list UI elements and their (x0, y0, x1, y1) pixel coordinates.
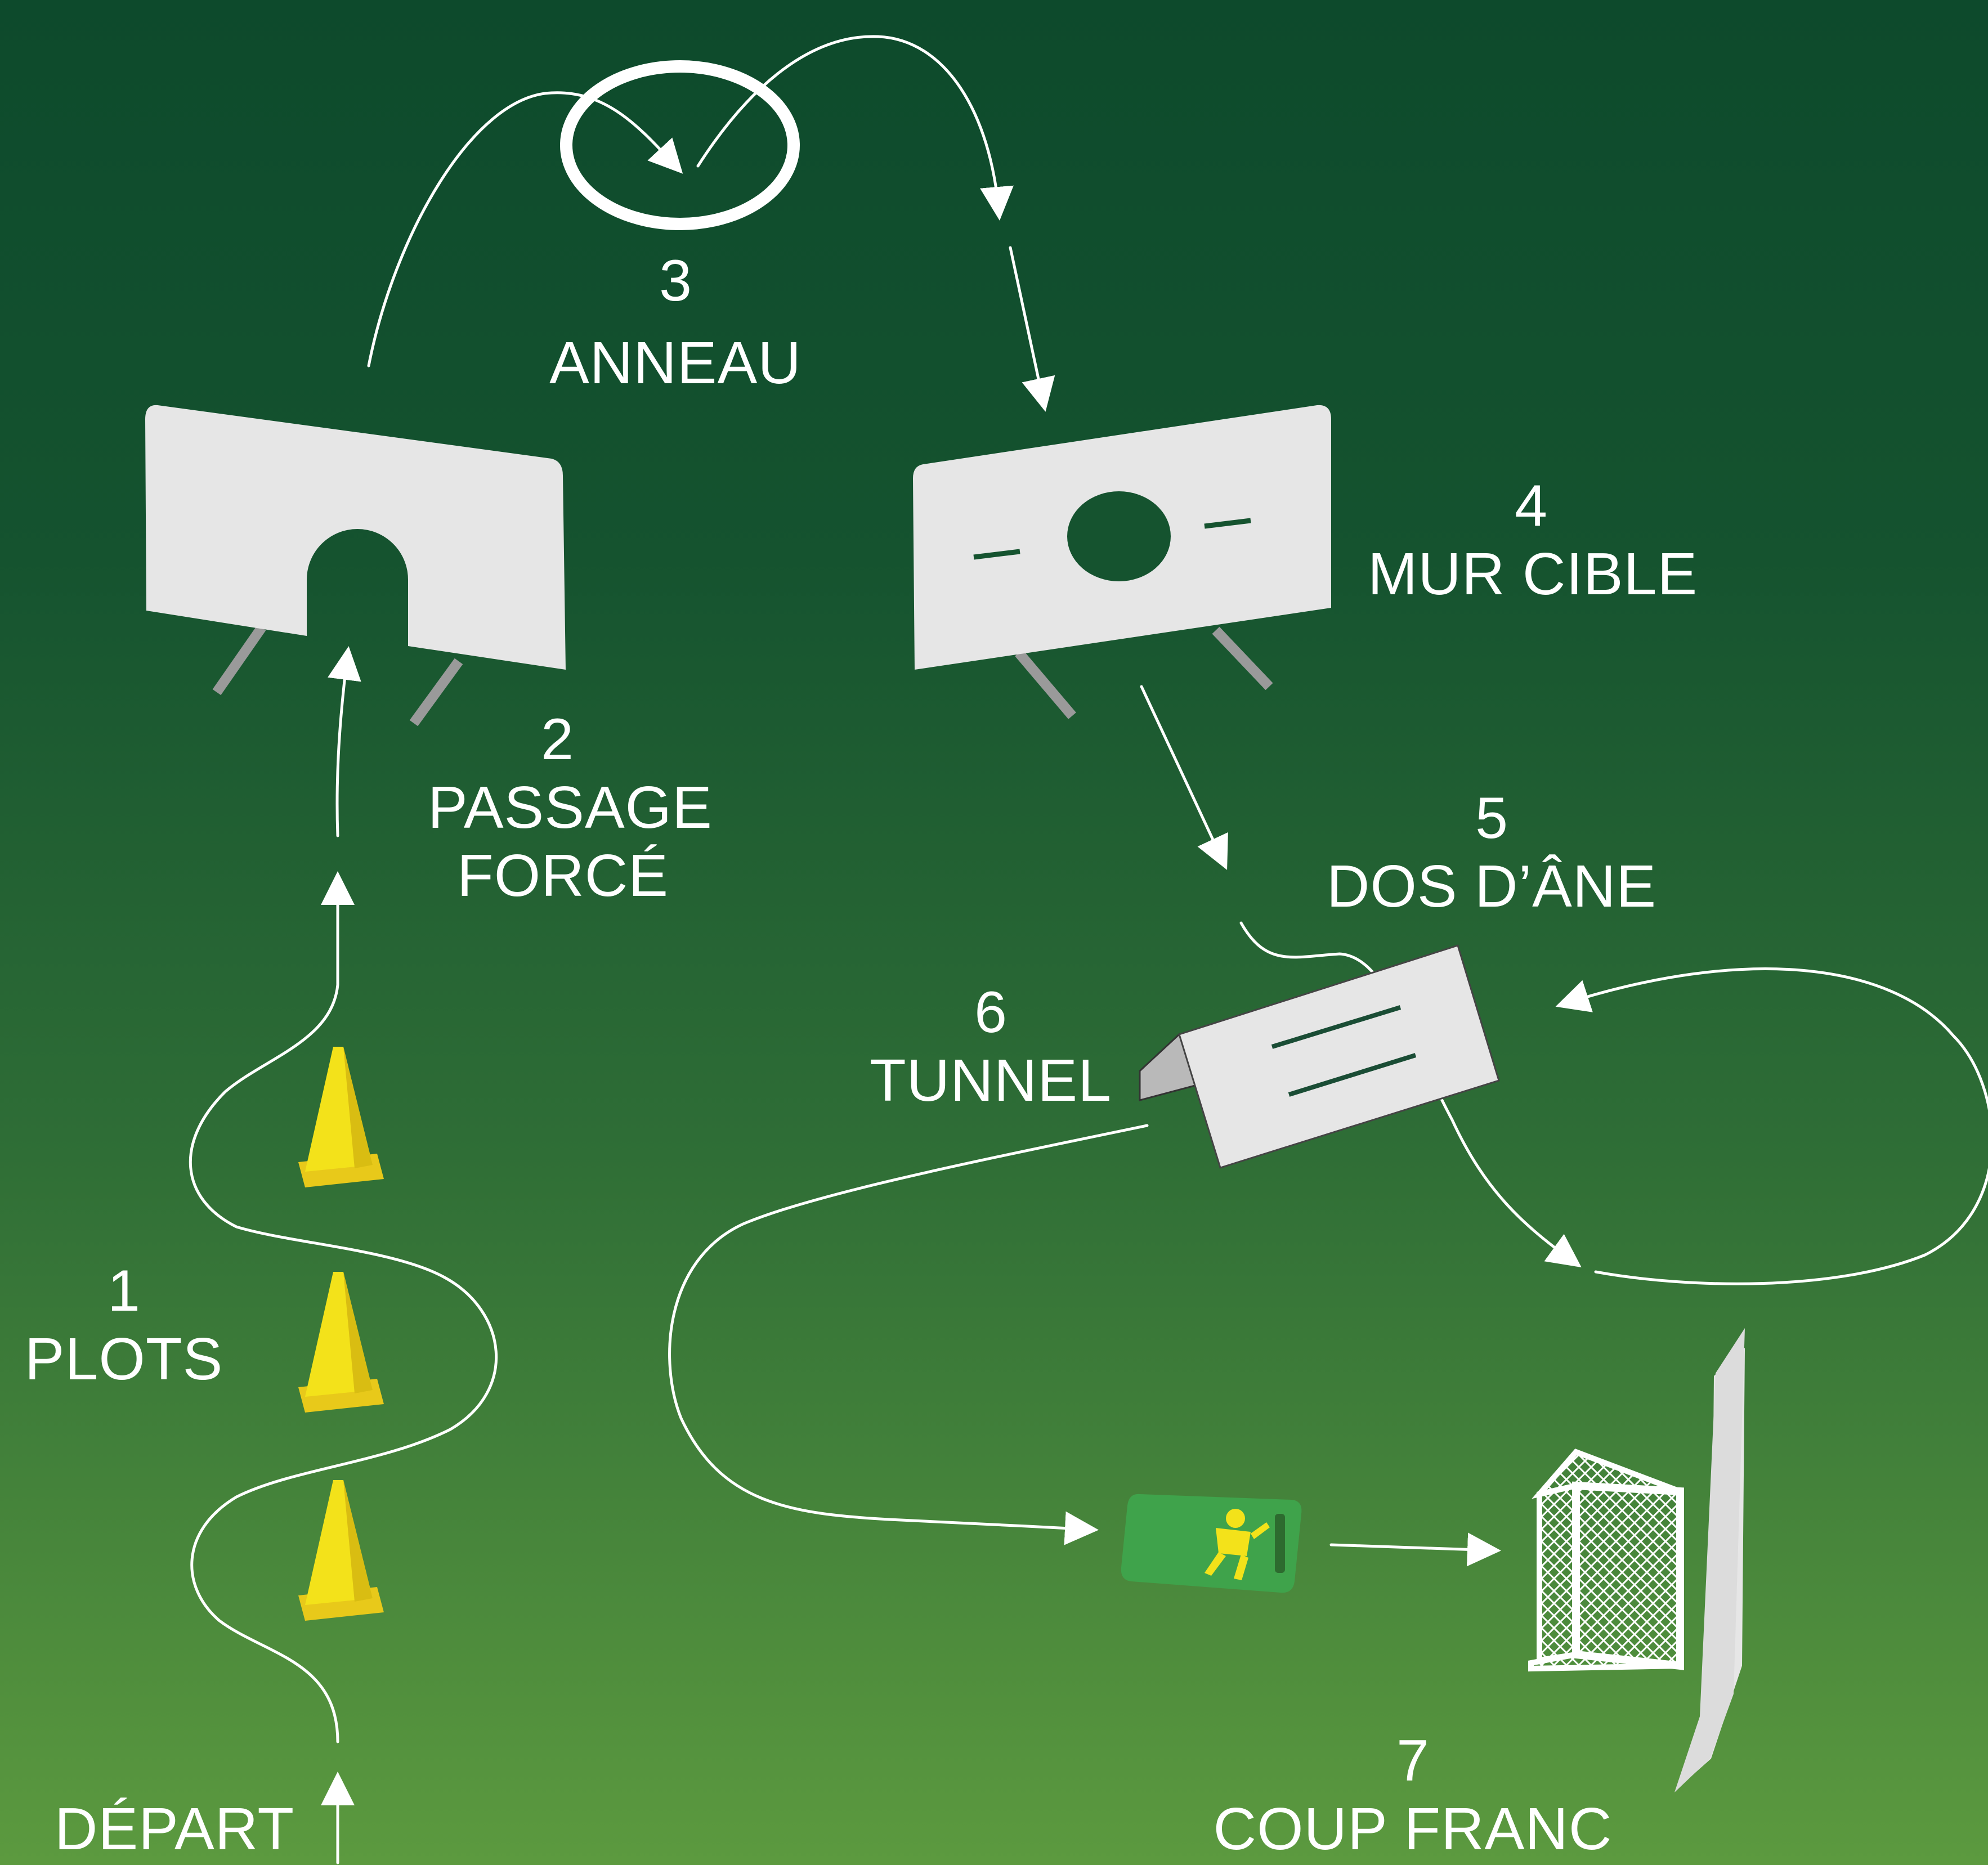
defensive-wall-panel (1674, 1328, 1745, 1792)
station-name: COUP FRANC (1213, 1795, 1613, 1862)
player-mat-icon (1121, 1494, 1302, 1593)
traffic-cone-icon (298, 1272, 384, 1413)
start-label: DÉPART (23, 1795, 326, 1864)
path-ring-to-wall (696, 35, 1014, 221)
station-name: PLOTS (24, 1325, 223, 1392)
station-number: 2 (541, 707, 574, 772)
station-label-coup-franc: 7 COUP FRANC (1182, 1728, 1644, 1863)
station-label-mur-cible: 4 MUR CIBLE (1368, 473, 1698, 608)
station-name: ANNEAU (549, 329, 802, 396)
station-number: 4 (1515, 473, 1547, 539)
path-tunnel-to-freekick (668, 1124, 1149, 1545)
station-number: 6 (974, 980, 1007, 1045)
station-name-line1: PASSAGE (428, 774, 713, 841)
station-name: TUNNEL (869, 1047, 1112, 1114)
course-path (189, 35, 1988, 1864)
goal-net-icon (1528, 1449, 1684, 1672)
arch-wall-icon (145, 405, 566, 727)
path-loop-back (1555, 967, 1988, 1285)
station-label-dos-dane: 5 DOS D’ÂNE (1311, 785, 1672, 921)
path-arch-to-ring (367, 91, 683, 367)
traffic-cone-icon (298, 1047, 384, 1187)
station-number: 5 (1475, 786, 1508, 851)
path-to-arch (328, 646, 361, 837)
path-wall-to-aframe (1140, 685, 1228, 870)
station-name: DOS D’ÂNE (1326, 853, 1657, 920)
traffic-cone-icon (298, 1480, 384, 1621)
a-frame-icon (1139, 944, 1500, 1169)
path-cones-weave (189, 871, 498, 1743)
station-label-passage-force: 2 PASSAGE FORCÉ (428, 706, 713, 911)
start-text: DÉPART (54, 1796, 295, 1862)
station-label-tunnel: 6 TUNNEL (844, 979, 1137, 1115)
station-name-line2: FORCÉ (457, 842, 669, 909)
path-to-target-wall (1009, 246, 1055, 412)
station-number: 1 (108, 1258, 140, 1324)
target-wall-icon (913, 405, 1331, 719)
path-freekick-to-goal (1329, 1532, 1501, 1567)
station-name: MUR CIBLE (1368, 540, 1698, 607)
station-number: 3 (659, 248, 692, 313)
ring-icon (560, 60, 800, 230)
station-label-plots: 1 PLOTS (0, 1258, 248, 1393)
station-label-anneau: 3 ANNEAU (529, 248, 822, 397)
station-number: 7 (1396, 1728, 1429, 1794)
